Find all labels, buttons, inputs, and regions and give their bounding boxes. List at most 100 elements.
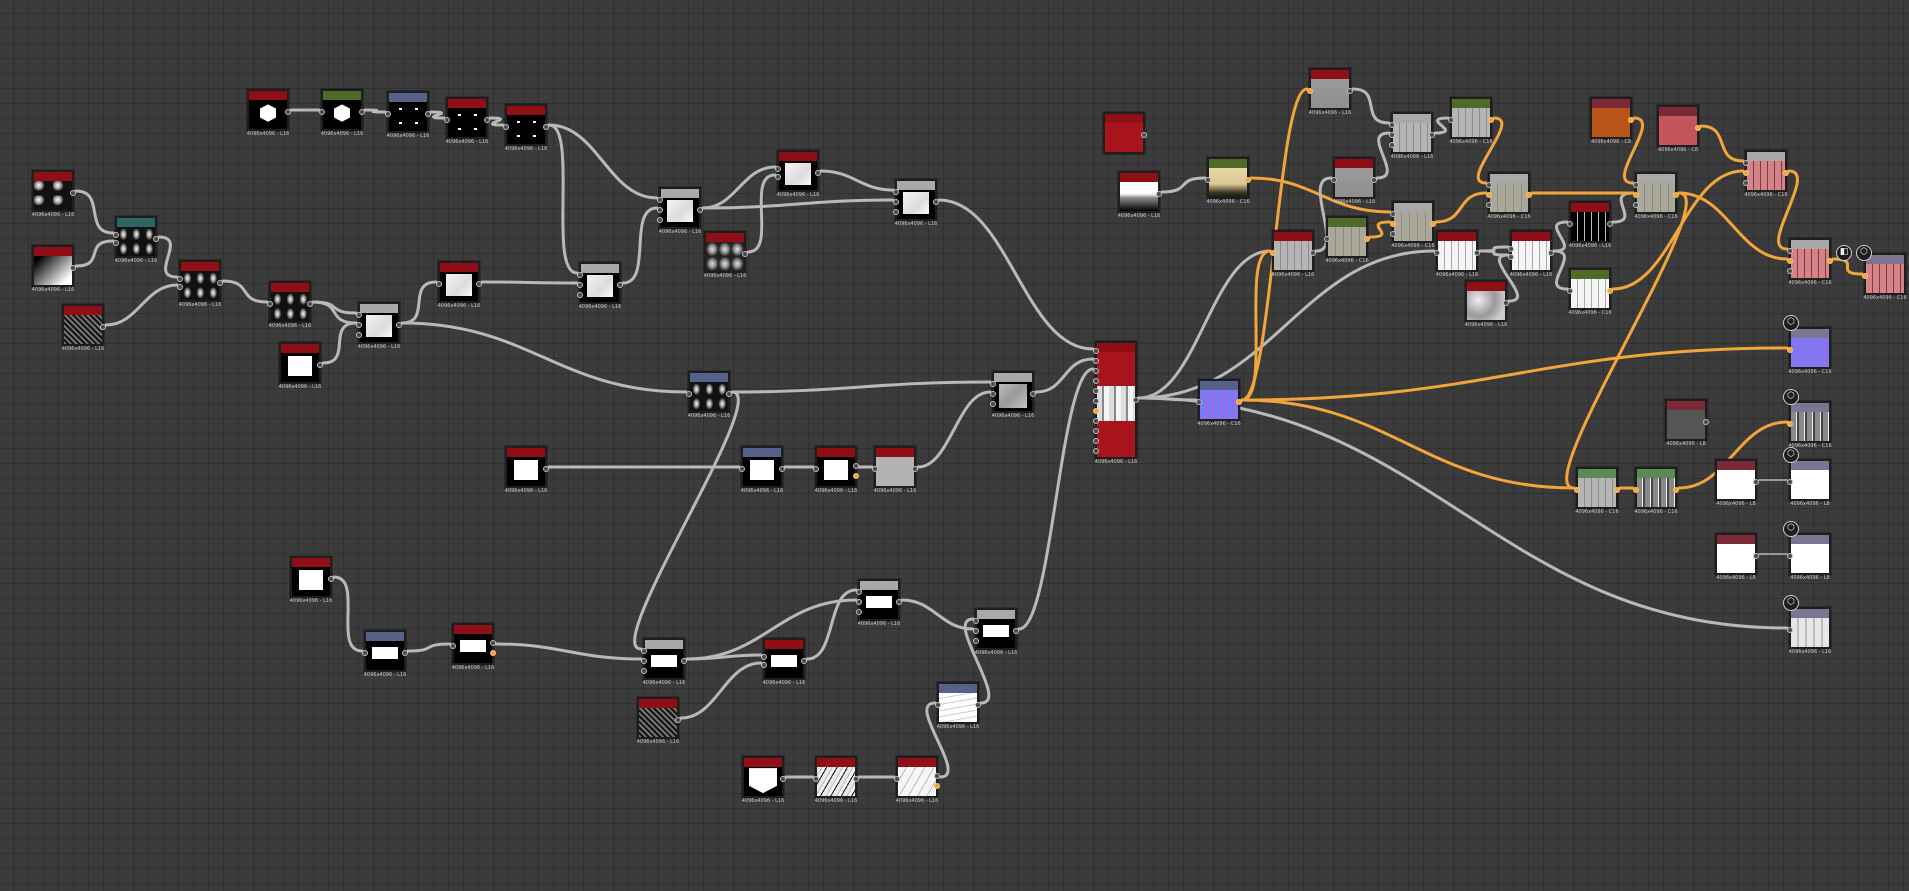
input-port[interactable] xyxy=(1389,142,1395,148)
input-port[interactable] xyxy=(356,332,362,338)
input-port[interactable] xyxy=(1787,268,1793,274)
output-port[interactable] xyxy=(153,236,159,242)
node-header[interactable] xyxy=(1097,343,1135,352)
output-port[interactable] xyxy=(726,391,732,397)
input-port[interactable] xyxy=(1093,358,1099,364)
graph-node[interactable]: 4096x4096 - L16 xyxy=(657,187,703,235)
output-port-secondary[interactable] xyxy=(490,650,496,656)
input-port[interactable] xyxy=(319,109,325,115)
graph-node[interactable]: 4096x4096 - L16 xyxy=(1118,171,1162,219)
node-header[interactable] xyxy=(639,699,677,708)
node-header[interactable] xyxy=(1791,329,1829,338)
node-header[interactable] xyxy=(507,106,545,115)
graph-node[interactable]: 4096x4096 - L16 xyxy=(813,756,859,804)
node-header[interactable] xyxy=(1467,282,1505,291)
input-port[interactable] xyxy=(1205,177,1211,183)
output-port-secondary[interactable] xyxy=(853,473,859,479)
output-port[interactable] xyxy=(1310,250,1316,256)
graph-node[interactable]: 4096x4096 - L16 xyxy=(32,170,76,218)
node-header[interactable] xyxy=(507,448,545,457)
input-port[interactable] xyxy=(739,466,745,472)
graph-node[interactable]: 4096x4096 - C16 xyxy=(1324,216,1370,264)
graph-node[interactable]: 4096x4096 - C16 xyxy=(1486,172,1532,220)
input-port[interactable] xyxy=(1448,117,1454,123)
output-port[interactable] xyxy=(1488,117,1494,123)
graph-node[interactable]: 4096x4096 - C16⬡ xyxy=(1783,389,1832,449)
input-port[interactable] xyxy=(1331,177,1337,183)
input-port[interactable] xyxy=(1093,418,1099,424)
input-port[interactable] xyxy=(1633,487,1639,493)
input-port[interactable] xyxy=(761,654,767,660)
input-port[interactable] xyxy=(1787,553,1793,559)
input-port[interactable] xyxy=(1390,211,1396,217)
input-port[interactable] xyxy=(362,650,368,656)
node-header[interactable] xyxy=(743,448,781,457)
input-port[interactable] xyxy=(1389,132,1395,138)
node-header[interactable] xyxy=(1105,114,1143,123)
node-header[interactable] xyxy=(1438,232,1476,241)
node-header[interactable] xyxy=(897,181,935,190)
graph-node[interactable]: 4096x4096 - C16◧⬡ xyxy=(1836,245,1907,301)
node-header[interactable] xyxy=(994,373,1032,382)
node-header[interactable] xyxy=(454,625,492,634)
input-port[interactable] xyxy=(444,117,450,123)
input-port[interactable] xyxy=(1633,182,1639,188)
graph-node[interactable]: 4096x4096 - L16 xyxy=(637,697,681,745)
node-header[interactable] xyxy=(661,189,699,198)
output-port[interactable] xyxy=(1156,191,1162,197)
node-header[interactable] xyxy=(271,283,309,292)
output-port[interactable] xyxy=(285,109,291,115)
input-port[interactable] xyxy=(267,301,273,307)
input-port[interactable] xyxy=(641,658,647,664)
output-port[interactable] xyxy=(1429,132,1435,138)
input-port[interactable] xyxy=(1787,479,1793,485)
input-port[interactable] xyxy=(356,322,362,328)
input-port[interactable] xyxy=(1862,273,1868,279)
output-port[interactable] xyxy=(1430,221,1436,227)
output-port[interactable] xyxy=(1703,419,1709,425)
input-port[interactable] xyxy=(1787,347,1793,353)
input-port[interactable] xyxy=(385,111,391,117)
graph-node[interactable] xyxy=(1103,112,1147,154)
output-port[interactable] xyxy=(1607,288,1613,294)
input-port[interactable] xyxy=(450,643,456,649)
node-header[interactable] xyxy=(1637,174,1675,183)
node-header[interactable] xyxy=(34,172,72,181)
node-header[interactable] xyxy=(323,91,361,100)
input-port[interactable] xyxy=(856,589,862,595)
cube-icon[interactable]: ⬡ xyxy=(1783,595,1799,611)
node-header[interactable] xyxy=(706,233,744,242)
input-port[interactable] xyxy=(503,124,509,130)
node-header[interactable] xyxy=(1200,381,1238,390)
input-port[interactable] xyxy=(1787,421,1793,427)
input-port[interactable] xyxy=(1787,248,1793,254)
input-port[interactable] xyxy=(1508,246,1514,252)
node-header[interactable] xyxy=(1274,232,1312,241)
graph-node[interactable]: 4096x4096 - C16 xyxy=(1448,97,1494,145)
input-port[interactable] xyxy=(1389,122,1395,128)
input-port[interactable] xyxy=(1743,170,1749,176)
node-header[interactable] xyxy=(1452,99,1490,108)
graph-node[interactable]: 4096x4096 - L16 xyxy=(62,304,106,352)
graph-node[interactable]: 4096x4096 - C16⬡ xyxy=(1783,315,1832,375)
output-port[interactable] xyxy=(1753,479,1759,485)
checkerboard-icon[interactable]: ◧ xyxy=(1836,245,1852,261)
input-port[interactable] xyxy=(1093,408,1099,414)
output-port[interactable] xyxy=(396,322,402,328)
input-port[interactable] xyxy=(856,609,862,615)
input-port[interactable] xyxy=(1743,180,1749,186)
node-header[interactable] xyxy=(1490,174,1528,183)
input-port[interactable] xyxy=(761,662,767,668)
node-header[interactable] xyxy=(1592,99,1630,108)
output-port[interactable] xyxy=(1133,397,1139,403)
input-port[interactable] xyxy=(113,240,119,246)
graph-node[interactable]: 4096x4096 - L16 xyxy=(641,638,687,686)
node-header[interactable] xyxy=(744,758,782,767)
node-header[interactable] xyxy=(292,558,330,567)
output-port[interactable] xyxy=(1607,221,1613,227)
input-port[interactable] xyxy=(856,599,862,605)
graph-node[interactable]: 4096x4096 - L8 xyxy=(1665,399,1709,447)
node-header[interactable] xyxy=(939,684,977,693)
input-port[interactable] xyxy=(1093,438,1099,444)
output-port[interactable] xyxy=(681,658,687,664)
